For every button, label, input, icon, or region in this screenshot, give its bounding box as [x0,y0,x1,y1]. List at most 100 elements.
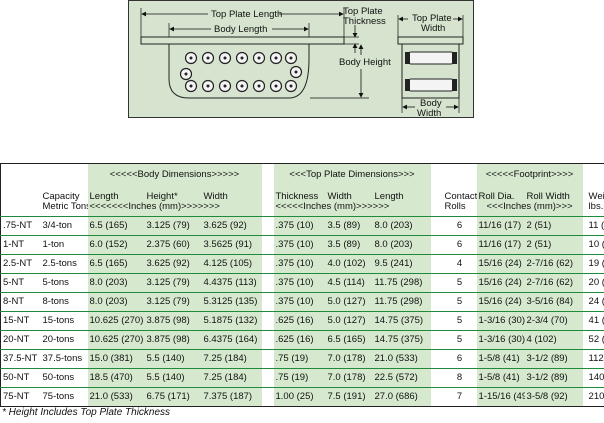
cell-tl: 27.0 (686) [372,386,431,407]
cell-th: .375 (10) [273,292,326,312]
cell-tl: 14.75 (375) [372,330,431,350]
col-rolls: Rolls [444,201,466,212]
dimension-diagram-svg: Top Plate Length Body Length [140,6,464,119]
cell-tw: 3.5 (89) [325,235,373,255]
cell-wt: 52 (24) [586,330,604,350]
cell-cr: 8 [442,367,477,388]
cell-wd: 7.25 (184) [201,349,262,369]
cell-cr: 5 [442,330,477,350]
units-body: <<<<<<<Inches (mm)>>>>>>> [87,201,262,217]
cell-len: 21.0 (533) [87,386,145,407]
cell-wd: 6.4375 (164) [201,330,262,350]
cell-cap: 3/4-ton [40,216,88,236]
label-top-plate-thickness-1: Top Plate [343,6,383,17]
cell-tl: 9.5 (241) [372,254,431,274]
cell-ht: 5.5 (140) [144,367,202,388]
top-plate-side [140,36,345,45]
column-header-row: Capacity Length Height* Width Thickness … [1,186,604,202]
cell-th: .625 (16) [273,311,326,331]
col-width: Width [201,186,262,202]
cell-wt: 210 (95) [586,386,604,407]
col-roll-width: Roll Width [524,186,583,202]
cell-rd: 1-3/16 (30) [476,311,525,331]
cell-len: 6.0 (152) [87,235,145,255]
cell-tl: 8.0 (203) [372,235,431,255]
cell-tw: 4.5 (114) [325,273,373,293]
cell-model: 37.5-NT [0,349,41,369]
units-footprint: <<<Inches (mm)>>> [476,201,583,217]
cell-rw: 3-5/16 (84) [524,292,583,312]
cell-model: 75-NT [0,386,41,407]
cell-wt: 10 (5) [586,235,604,255]
cell-rw: 2-7/16 (62) [524,273,583,293]
cell-wt: 11 (5) [586,216,604,236]
cell-tw: 7.5 (191) [325,386,373,407]
cell-tl: 14.75 (375) [372,311,431,331]
cell-cap: 75-tons [40,386,88,407]
cell-cap: 2.5-tons [40,254,88,274]
cell-th: 1.00 (25) [273,386,326,407]
cell-len: 6.5 (165) [87,254,145,274]
col-weight: Weight [588,190,604,202]
cell-tw: 7.0 (178) [325,367,373,388]
label-body-width-2: Width [417,108,441,119]
col-weight-units: lbs.(kgs) [588,201,604,212]
col-height: Height* [144,186,202,202]
cell-tw: 5.0 (127) [325,311,373,331]
cell-cr: 5 [442,292,477,312]
label-body-height: Body Height [339,57,391,68]
cell-wt: 140 (64) [586,367,604,388]
cell-ht: 3.625 (92) [144,254,202,274]
cell-cr: 5 [442,311,477,331]
col-tp-length: Length [372,186,431,202]
cell-len: 8.0 (203) [87,292,145,312]
cell-wt: 19 (9) [586,254,604,274]
cell-cap: 5-tons [40,273,88,293]
cell-th: .375 (10) [273,254,326,274]
cell-rd: 1-15/16 (49) [476,386,525,407]
cell-len: 10.625 (270) [87,311,145,331]
cell-wd: 3.625 (92) [201,216,262,236]
cell-ht: 3.125 (79) [144,216,202,236]
group-footprint: <<<<<Footprint>>>> [476,163,583,187]
cell-wd: 5.3125 (135) [201,292,262,312]
cell-th: .375 (10) [273,216,326,236]
cell-rw: 2 (51) [524,235,583,255]
label-body-width-1: Body [420,98,442,109]
cell-rw: 3-1/2 (89) [524,367,583,388]
cell-ht: 3.875 (98) [144,311,202,331]
cell-cap: 20-tons [40,330,88,350]
cell-th: .75 (19) [273,367,326,388]
cell-th: .375 (10) [273,235,326,255]
cell-model: 50-NT [0,367,41,388]
cell-model: 2.5-NT [0,254,41,274]
units-top-plate: <<<<<Inches (mm)>>>>>> [273,201,431,217]
cell-tl: 22.5 (572) [372,367,431,388]
cell-cap: 1-ton [40,235,88,255]
cell-rw: 2-3/4 (70) [524,311,583,331]
label-top-plate-width-1: Top Plate [412,13,452,24]
roller-end-lower [407,78,455,92]
cell-rd: 15/16 (24) [476,292,525,312]
cell-wd: 7.25 (184) [201,367,262,388]
cell-tl: 11.75 (298) [372,273,431,293]
col-roll-dia: Roll Dia. [476,186,525,202]
cell-cr: 6 [442,349,477,369]
cell-len: 10.625 (270) [87,330,145,350]
cell-tw: 5.0 (127) [325,292,373,312]
group-body-dimensions: <<<<<Body Dimensions>>>>> [87,163,262,187]
cell-wd: 4.4375 (113) [201,273,262,293]
cell-rd: 11/16 (17) [476,235,525,255]
cell-wd: 3.5625 (91) [201,235,262,255]
cell-model: 20-NT [0,330,41,350]
cell-rd: 15/16 (24) [476,273,525,293]
cell-cap: 15-tons [40,311,88,331]
cell-tw: 6.5 (165) [325,330,373,350]
cell-wt: 41 (19) [586,311,604,331]
label-top-plate-length: Top Plate Length [211,9,282,20]
cell-cr: 6 [442,216,477,236]
